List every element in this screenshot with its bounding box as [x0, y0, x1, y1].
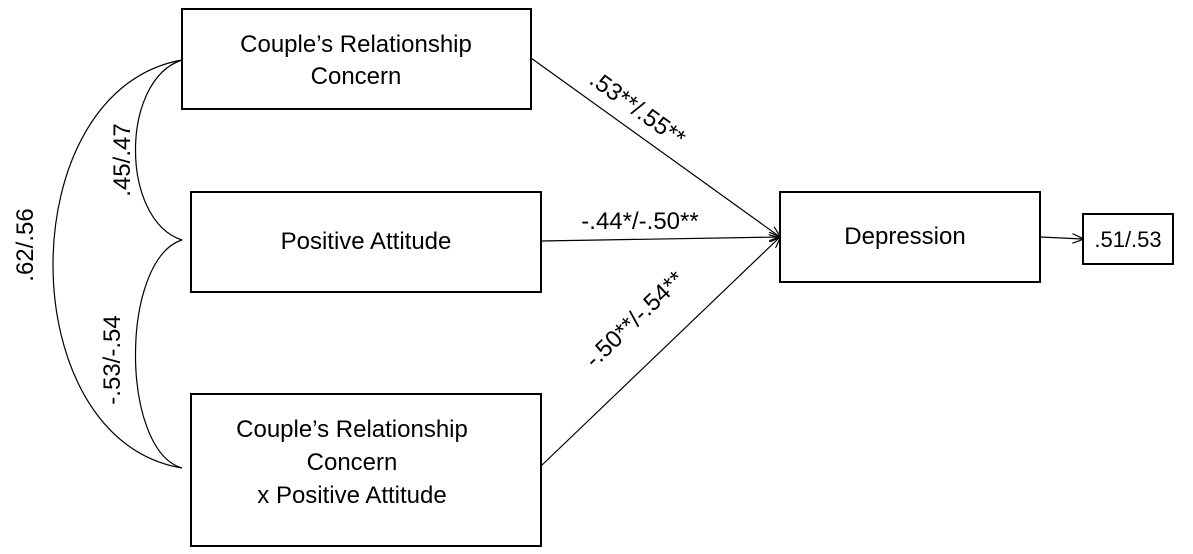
- node-interaction-line3: x Positive Attitude: [257, 482, 446, 509]
- node-attitude: Positive Attitude: [190, 191, 542, 293]
- node-depression-label: Depression: [844, 223, 965, 250]
- label-concern-interaction: .62/.56: [12, 208, 39, 281]
- node-interaction-line1: Couple’s Relationship: [236, 416, 468, 443]
- arrow-attitude-depression: [540, 237, 780, 241]
- label-attitude-depression: -.44*/-.50**: [581, 208, 698, 235]
- arrow-depression-rsquared: [1039, 237, 1083, 239]
- label-concern-depression: .53**/.55**: [585, 66, 691, 153]
- node-concern-line1: Couple’s Relationship: [240, 31, 472, 58]
- label-interaction-depression: -.50**/-.54**: [580, 266, 690, 373]
- label-concern-attitude: .45/.47: [109, 123, 136, 196]
- r-squared-label: .51/.53: [1094, 227, 1161, 252]
- node-interaction: Couple’s Relationship Concern x Positive…: [190, 393, 542, 547]
- arrow-concern-depression: [530, 57, 780, 237]
- node-attitude-label: Positive Attitude: [281, 228, 452, 255]
- node-interaction-line2: Concern: [307, 449, 398, 476]
- node-r-squared: .51/.53: [1082, 213, 1174, 265]
- curve-concern-attitude: [135, 59, 183, 241]
- node-depression: Depression: [779, 191, 1041, 283]
- node-concern-line2: Concern: [311, 63, 402, 90]
- node-concern: Couple’s Relationship Concern: [181, 8, 532, 110]
- curve-concern-interaction: [52, 59, 183, 469]
- arrow-interaction-depression: [540, 237, 780, 467]
- curve-attitude-interaction: [134, 239, 183, 469]
- label-attitude-interaction: -.53/-.54: [99, 315, 126, 404]
